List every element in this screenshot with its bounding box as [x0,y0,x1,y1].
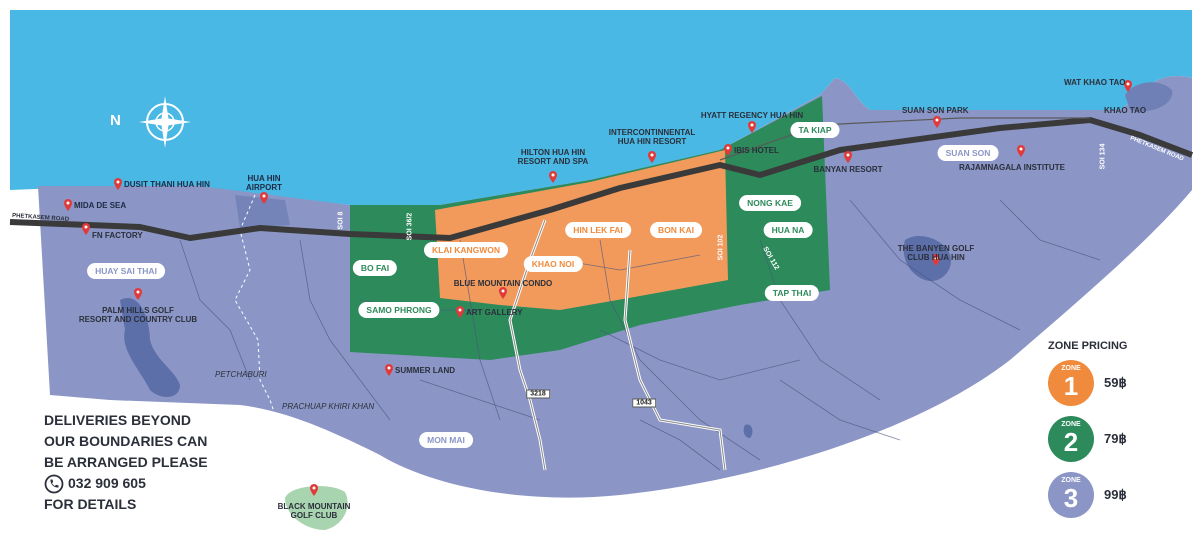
delivery-line-1: DELIVERIES BEYOND [44,412,192,428]
petchaburi-label: PETCHABURI [215,370,267,379]
location-pin-icon [134,288,142,300]
location-pin-icon [64,199,72,211]
delivery-line-4: FOR DETAILS [44,496,137,512]
compass-north-label: N [110,112,121,129]
soi-134-label: SOI 134 [1099,143,1107,170]
zone-badge-label: ZONE [1061,421,1081,428]
zone-badge-label: ZONE [1061,365,1081,372]
lake-banyan [903,235,951,281]
location-pin-icon [456,306,464,318]
lake-small [743,424,753,438]
lake-airport [235,195,290,228]
coastal-road [719,117,1090,161]
zone-nong-kae: NONG KAE [739,195,801,211]
place-label-suan-son-park: SUAN SON PARK [902,106,969,115]
zone-huay-sai-thai: HUAY SAI THAI [87,263,165,279]
zone-ta-kiap: TA KIAP [790,122,840,138]
location-pin-icon [310,484,318,496]
zone-price: 79฿ [1104,431,1127,446]
zone-badge-number: 2 [1063,427,1079,457]
location-pin-icon [499,287,507,299]
zone-badge-label: ZONE [1061,477,1081,484]
place-label-mida-de-sea: MIDA DE SEA [74,201,127,210]
province-boundary [234,194,276,416]
compass-icon [139,96,191,148]
place-label-blue-mountain: BLUE MOUNTAIN CONDO [453,279,553,288]
delivery-line-2: OUR BOUNDARIES CAN [44,433,208,449]
zone-suan-son: SUAN SON [937,145,999,161]
place-label-banyan-resort: BANYAN RESORT [813,165,883,174]
zone-pricing-title: ZONE PRICING [1048,340,1128,352]
location-pin-icon [933,116,941,128]
route-1043-label: 1043 [632,398,656,408]
location-pin-icon [748,121,756,133]
location-pin-icon [549,171,557,183]
soi-8-label: SOI 8 [337,211,345,230]
location-pin-icon [932,254,940,266]
zone-hin-lek-fai: HIN LEK FAI [565,222,631,238]
zone-khao-noi: KHAO NOI [523,256,583,272]
place-label-rajamangala: RAJAMNAGALA INSTITUTE [959,163,1065,172]
soi-36-2-label: SOI 36/2 [406,212,414,241]
place-label-wat-khao-tao: WAT KHAO TAO [1064,78,1126,87]
place-label-dusit-thani: DUSIT THANI HUA HIN [124,180,210,189]
zone-price: 59฿ [1104,375,1127,390]
sea [10,10,1192,205]
location-pin-icon [260,192,268,204]
place-label-summer-land: SUMMER LAND [395,366,455,375]
zone-badge-number: 3 [1063,483,1079,513]
zone-bon-kai: BON KAI [650,222,702,238]
lake-palm-hills [120,298,180,397]
place-label-ibis: IBIS HOTEL [734,146,779,155]
place-label-hua-hin-airport: HUA HIN AIRPORT [246,174,282,192]
phetkasem-road [9,117,1194,241]
zone-tap-thai: TAP THAI [764,285,820,301]
place-label-hyatt: HYATT REGENCY HUA HIN [700,111,804,120]
location-pin-icon [724,144,732,156]
route-3218-label: 3218 [526,389,550,399]
location-pin-icon [648,151,656,163]
place-label-banyan-golf: THE BANYEN GOLF CLUB HUA HIN [897,244,975,262]
location-pin-icon [82,223,90,235]
delivery-phone[interactable]: 032 909 605 [44,473,244,494]
zone-hua-na: HUA NA [763,222,813,238]
khao-tao-label: KHAO TAO [1104,106,1147,115]
location-pin-icon [385,364,393,376]
black-mountain-area [285,486,348,530]
delivery-note: DELIVERIES BEYOND OUR BOUNDARIES CAN BE … [44,410,244,515]
zone-price: 99฿ [1104,487,1127,502]
place-label-hilton: HILTON HUA HIN RESORT AND SPA [517,148,589,166]
place-label-intercontinental: INTERCONTINNENTAL HUA HIN RESORT [608,128,696,146]
location-pin-icon [1124,80,1132,92]
soi-102-label: SOI 102 [717,234,725,261]
khao-tao-hill [1125,82,1173,112]
location-pin-icon [114,178,122,190]
location-pin-icon [844,151,852,163]
delivery-phone-number: 032 909 605 [68,475,146,491]
place-label-black-mountain: BLACK MOUNTAIN GOLF CLUB [277,502,351,520]
place-label-art-gallery: ART GALLERY [466,308,523,317]
place-label-palm-hills: PALM HILLS GOLF RESORT AND COUNTRY CLUB [78,306,198,324]
place-label-fn-factory: FN FACTORY [92,231,143,240]
zone-klai-kangwon: KLAI KANGWON [424,242,508,258]
zone-bo-fai: BO FAI [352,260,398,276]
zone-mon-mai: MON MAI [419,432,473,448]
location-pin-icon [1017,145,1025,157]
phone-icon [44,474,64,493]
zone-badge-number: 1 [1063,371,1079,401]
delivery-line-3: BE ARRANGED PLEASE [44,454,208,470]
zone-samo-phrong: SAMO PHRONG [358,302,440,318]
prachuap-label: PRACHUAP KHIRI KHAN [282,402,375,411]
